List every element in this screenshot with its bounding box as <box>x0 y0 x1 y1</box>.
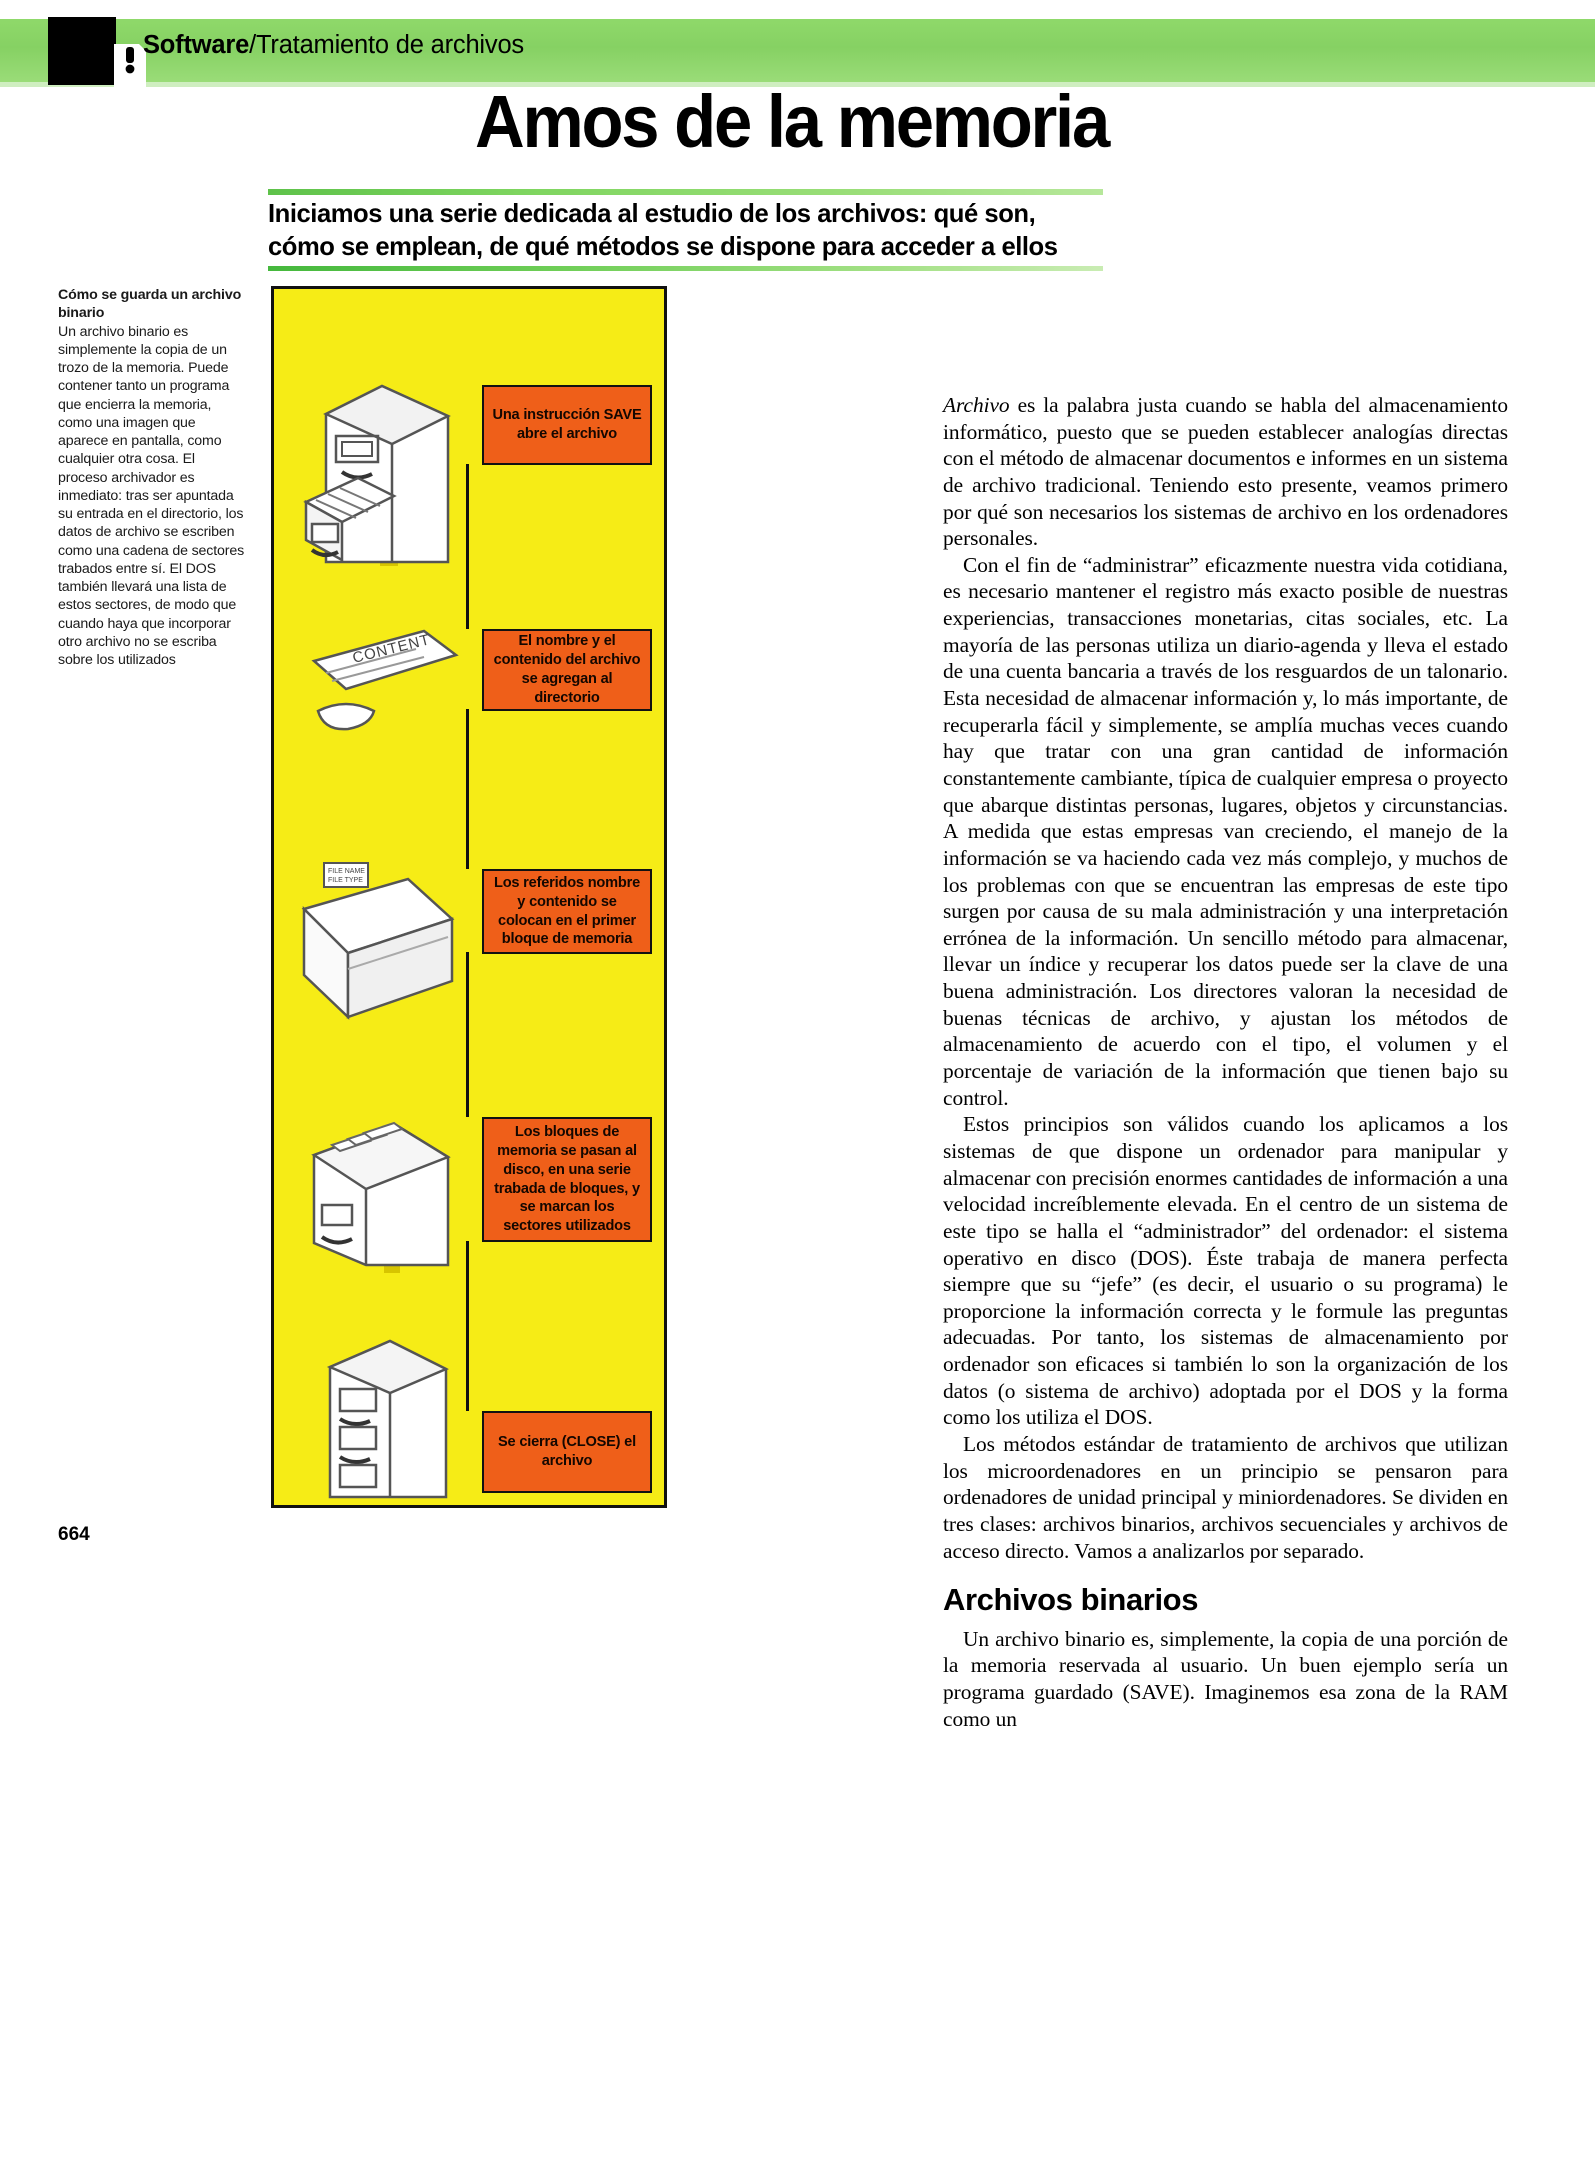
flow-step-box: El nombre y el contenido del archivo se … <box>482 629 652 711</box>
flow-step-box: Los referidos nombre y contenido se colo… <box>482 869 652 954</box>
body-section-heading: Archivos binarios <box>943 1582 1199 1618</box>
file-folder-icon: FILE NAME FILE TYPE <box>301 862 455 1020</box>
caption-heading: Cómo se guarda un archivo binario <box>58 287 242 322</box>
filing-drawer-files-icon <box>311 1121 451 1273</box>
flow-step-box: Se cierra (CLOSE) el archivo <box>482 1411 652 1493</box>
caption-body-text: Un archivo binario es simplemente la cop… <box>58 323 245 669</box>
body-paragraph: Archivo es la palabra justa cuando se ha… <box>943 392 1508 552</box>
floppy-disk-icon <box>114 44 146 92</box>
body-paragraph: Con el fin de “administrar” eficazmente … <box>943 552 1508 1110</box>
flow-step-label: Se cierra (CLOSE) el archivo <box>498 1434 636 1469</box>
article-title-block: Amos de la memoria <box>268 80 1110 163</box>
section-category: Software <box>143 31 250 59</box>
flow-step-label: Los referidos nombre y contenido se colo… <box>493 874 641 948</box>
section-breadcrumb: Software/Tratamiento de archivos <box>143 31 524 60</box>
article-subtitle: Iniciamos una serie dedicada al estudio … <box>268 198 1108 264</box>
title-divider-rule <box>268 189 1103 195</box>
subtitle-divider-rule <box>268 266 1103 271</box>
body-paragraph: Estos principios son válidos cuando los … <box>943 1112 1508 1430</box>
flow-step-box: Los bloques de memoria se pasan al disco… <box>482 1117 652 1242</box>
flow-connector-2 <box>466 709 469 869</box>
svg-text:FILE NAME: FILE NAME <box>328 868 365 875</box>
flow-step-box: Una instrucción SAVE abre el archivo <box>482 385 652 465</box>
flow-step-label: El nombre y el contenido del archivo se … <box>493 633 641 706</box>
body-paragraph: Los métodos estándar de tratamiento de a… <box>943 1431 1508 1563</box>
flow-step-label: Una instrucción SAVE abre el archivo <box>492 407 642 442</box>
body-paragraph-1-text: es la palabra justa cuando se habla del … <box>943 393 1508 551</box>
sidebar-caption: Cómo se guarda un archivo binario Un arc… <box>58 286 248 669</box>
svg-text:FILE TYPE: FILE TYPE <box>328 877 363 884</box>
flow-connector-3 <box>466 952 469 1117</box>
page-title: Amos de la memoria <box>475 80 1110 163</box>
section-header-band <box>0 19 1595 87</box>
flow-connector-4 <box>466 1241 469 1411</box>
flow-connector-1 <box>466 464 469 629</box>
page-number: 664 <box>58 1524 90 1545</box>
document-sheet-icon: CONTENT <box>311 629 459 731</box>
section-badge <box>48 17 146 92</box>
subtitle-line-1: Iniciamos una serie dedicada al estudio … <box>268 200 1036 228</box>
filing-cabinet-open-drawer-icon <box>303 384 451 566</box>
lead-word: Archivo <box>943 393 1010 417</box>
article-body-column: Archivo es la palabra justa cuando se ha… <box>943 392 1508 1732</box>
subtitle-line-2: cómo se emplean, de qué métodos se dispo… <box>268 232 1058 261</box>
flow-step-label: Los bloques de memoria se pasan al disco… <box>494 1123 640 1235</box>
illustration-panel: CONTENT FILE NAME FILE TYPE <box>271 286 667 1508</box>
body-paragraph: Un archivo binario es, simplemente, la c… <box>943 1626 1508 1731</box>
section-subcategory: /Tratamiento de archivos <box>249 31 524 59</box>
filing-cabinet-closed-icon <box>326 1339 449 1499</box>
